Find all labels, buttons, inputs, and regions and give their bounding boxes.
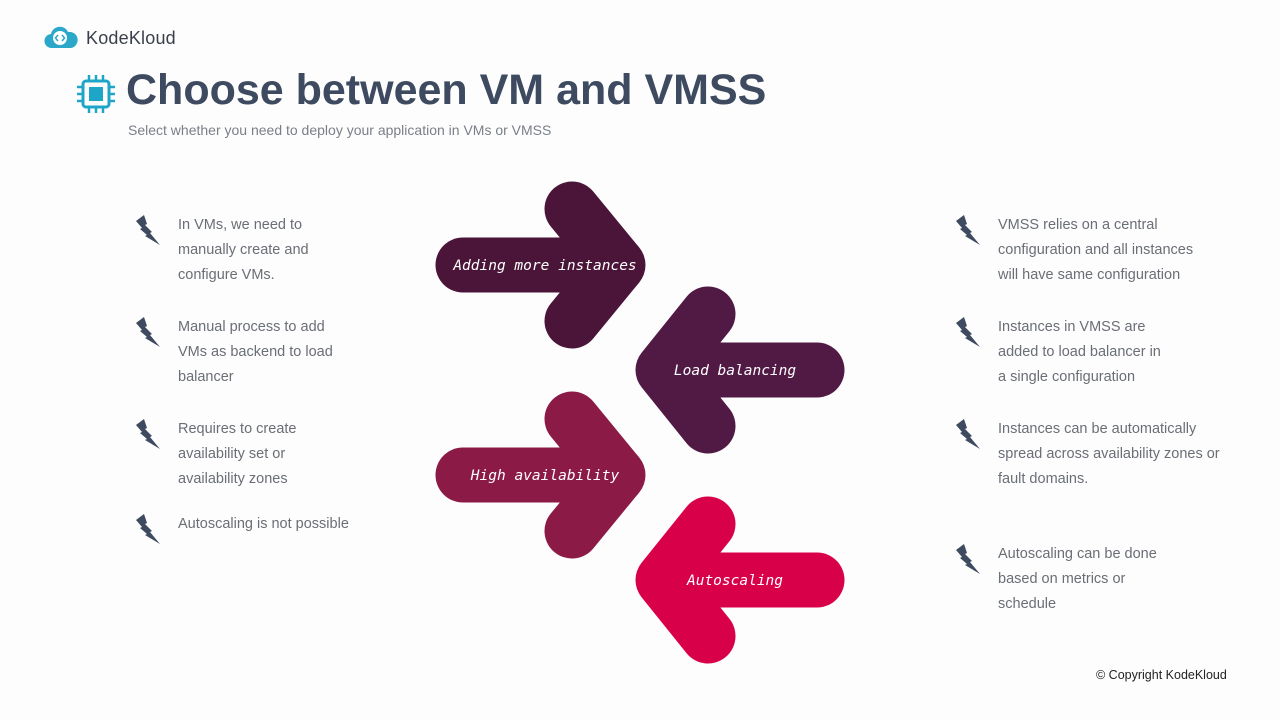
bullet-line: availability zones [178, 471, 288, 487]
arrow-label: High availability [470, 468, 620, 484]
bullet-line: Instances in VMSS are [998, 319, 1146, 335]
bullet-line: Autoscaling is not possible [178, 516, 349, 532]
bullet-line: Autoscaling can be done [998, 546, 1157, 562]
bullet-text: VMSS relies on a central configuration an… [998, 213, 1193, 288]
lightning-bolt-icon [952, 419, 982, 451]
lightning-bolt-icon [132, 514, 162, 546]
bullet-line: will have same configuration [998, 267, 1181, 283]
lightning-bolt-icon [952, 317, 982, 349]
arrow-high-availability: High availability [435, 391, 646, 559]
bullet-line: configure VMs. [178, 267, 275, 283]
bullet-text: Instances in VMSS are added to load balan… [998, 315, 1161, 390]
arrow-label: Load balancing [674, 363, 796, 379]
bullet-item: Autoscaling is not possible [132, 512, 349, 546]
arrow-load-balancing: Load balancing [635, 286, 845, 454]
bullet-line: In VMs, we need to [178, 217, 303, 233]
bullet-text: Autoscaling can be done based on metrics … [998, 542, 1157, 617]
bullet-line: schedule [998, 596, 1057, 612]
bullet-text: Autoscaling is not possible [178, 512, 349, 546]
bullet-item: Requires to create availability set or ava… [132, 417, 296, 492]
bullet-line: fault domains. [998, 471, 1089, 487]
bullet-line: Instances can be automatically [998, 421, 1197, 437]
lightning-bolt-icon [952, 544, 982, 576]
lightning-bolt-icon [132, 317, 162, 349]
bullet-line: Manual process to add [178, 319, 325, 335]
bullet-item: Instances can be automatically spread acr… [952, 417, 1220, 492]
bullet-item: VMSS relies on a central configuration an… [952, 213, 1193, 288]
bullet-item: In VMs, we need to manually create and con… [132, 213, 309, 288]
lightning-bolt-icon [132, 215, 162, 247]
bullet-text: Instances can be automatically spread acr… [998, 417, 1220, 492]
bullet-line: Requires to create [178, 421, 297, 437]
bullet-text: In VMs, we need to manually create and con… [178, 213, 309, 288]
page-title: Choose between VM and VMSS [126, 66, 767, 114]
bullet-text: Requires to create availability set or ava… [178, 417, 296, 492]
kodekloud-logo: KodeKloud [44, 26, 176, 50]
bullet-line: configuration and all instances [998, 242, 1194, 258]
arrow-adding-more-instances: Adding more instances [435, 181, 646, 349]
bullet-line: added to load balancer in [998, 344, 1161, 360]
bullet-line: a single configuration [998, 369, 1136, 385]
lightning-bolt-icon [952, 215, 982, 247]
bullet-line: VMSS relies on a central [998, 217, 1158, 233]
bullet-line: spread across availability zones or [998, 446, 1220, 462]
cpu-chip-icon [77, 75, 115, 113]
copyright: © Copyright KodeKloud [1096, 668, 1227, 682]
page-subtitle: Select whether you need to deploy your a… [128, 122, 552, 138]
bullet-line: manually create and [178, 242, 309, 258]
arrow-label: Autoscaling [686, 573, 783, 589]
cloud-code-icon [44, 26, 78, 49]
bullet-item: Instances in VMSS are added to load balan… [952, 315, 1161, 390]
bullet-line: balancer [178, 369, 234, 385]
bullet-line: based on metrics or [998, 571, 1126, 587]
brand-name: KodeKloud [86, 27, 176, 48]
arrow-autoscaling: Autoscaling [635, 496, 845, 664]
bullet-line: availability set or [178, 446, 286, 462]
arrow-label: Adding more instances [452, 258, 636, 274]
bullet-line: VMs as backend to load [178, 344, 333, 360]
lightning-bolt-icon [132, 419, 162, 451]
bullet-item: Autoscaling can be done based on metrics … [952, 542, 1157, 617]
